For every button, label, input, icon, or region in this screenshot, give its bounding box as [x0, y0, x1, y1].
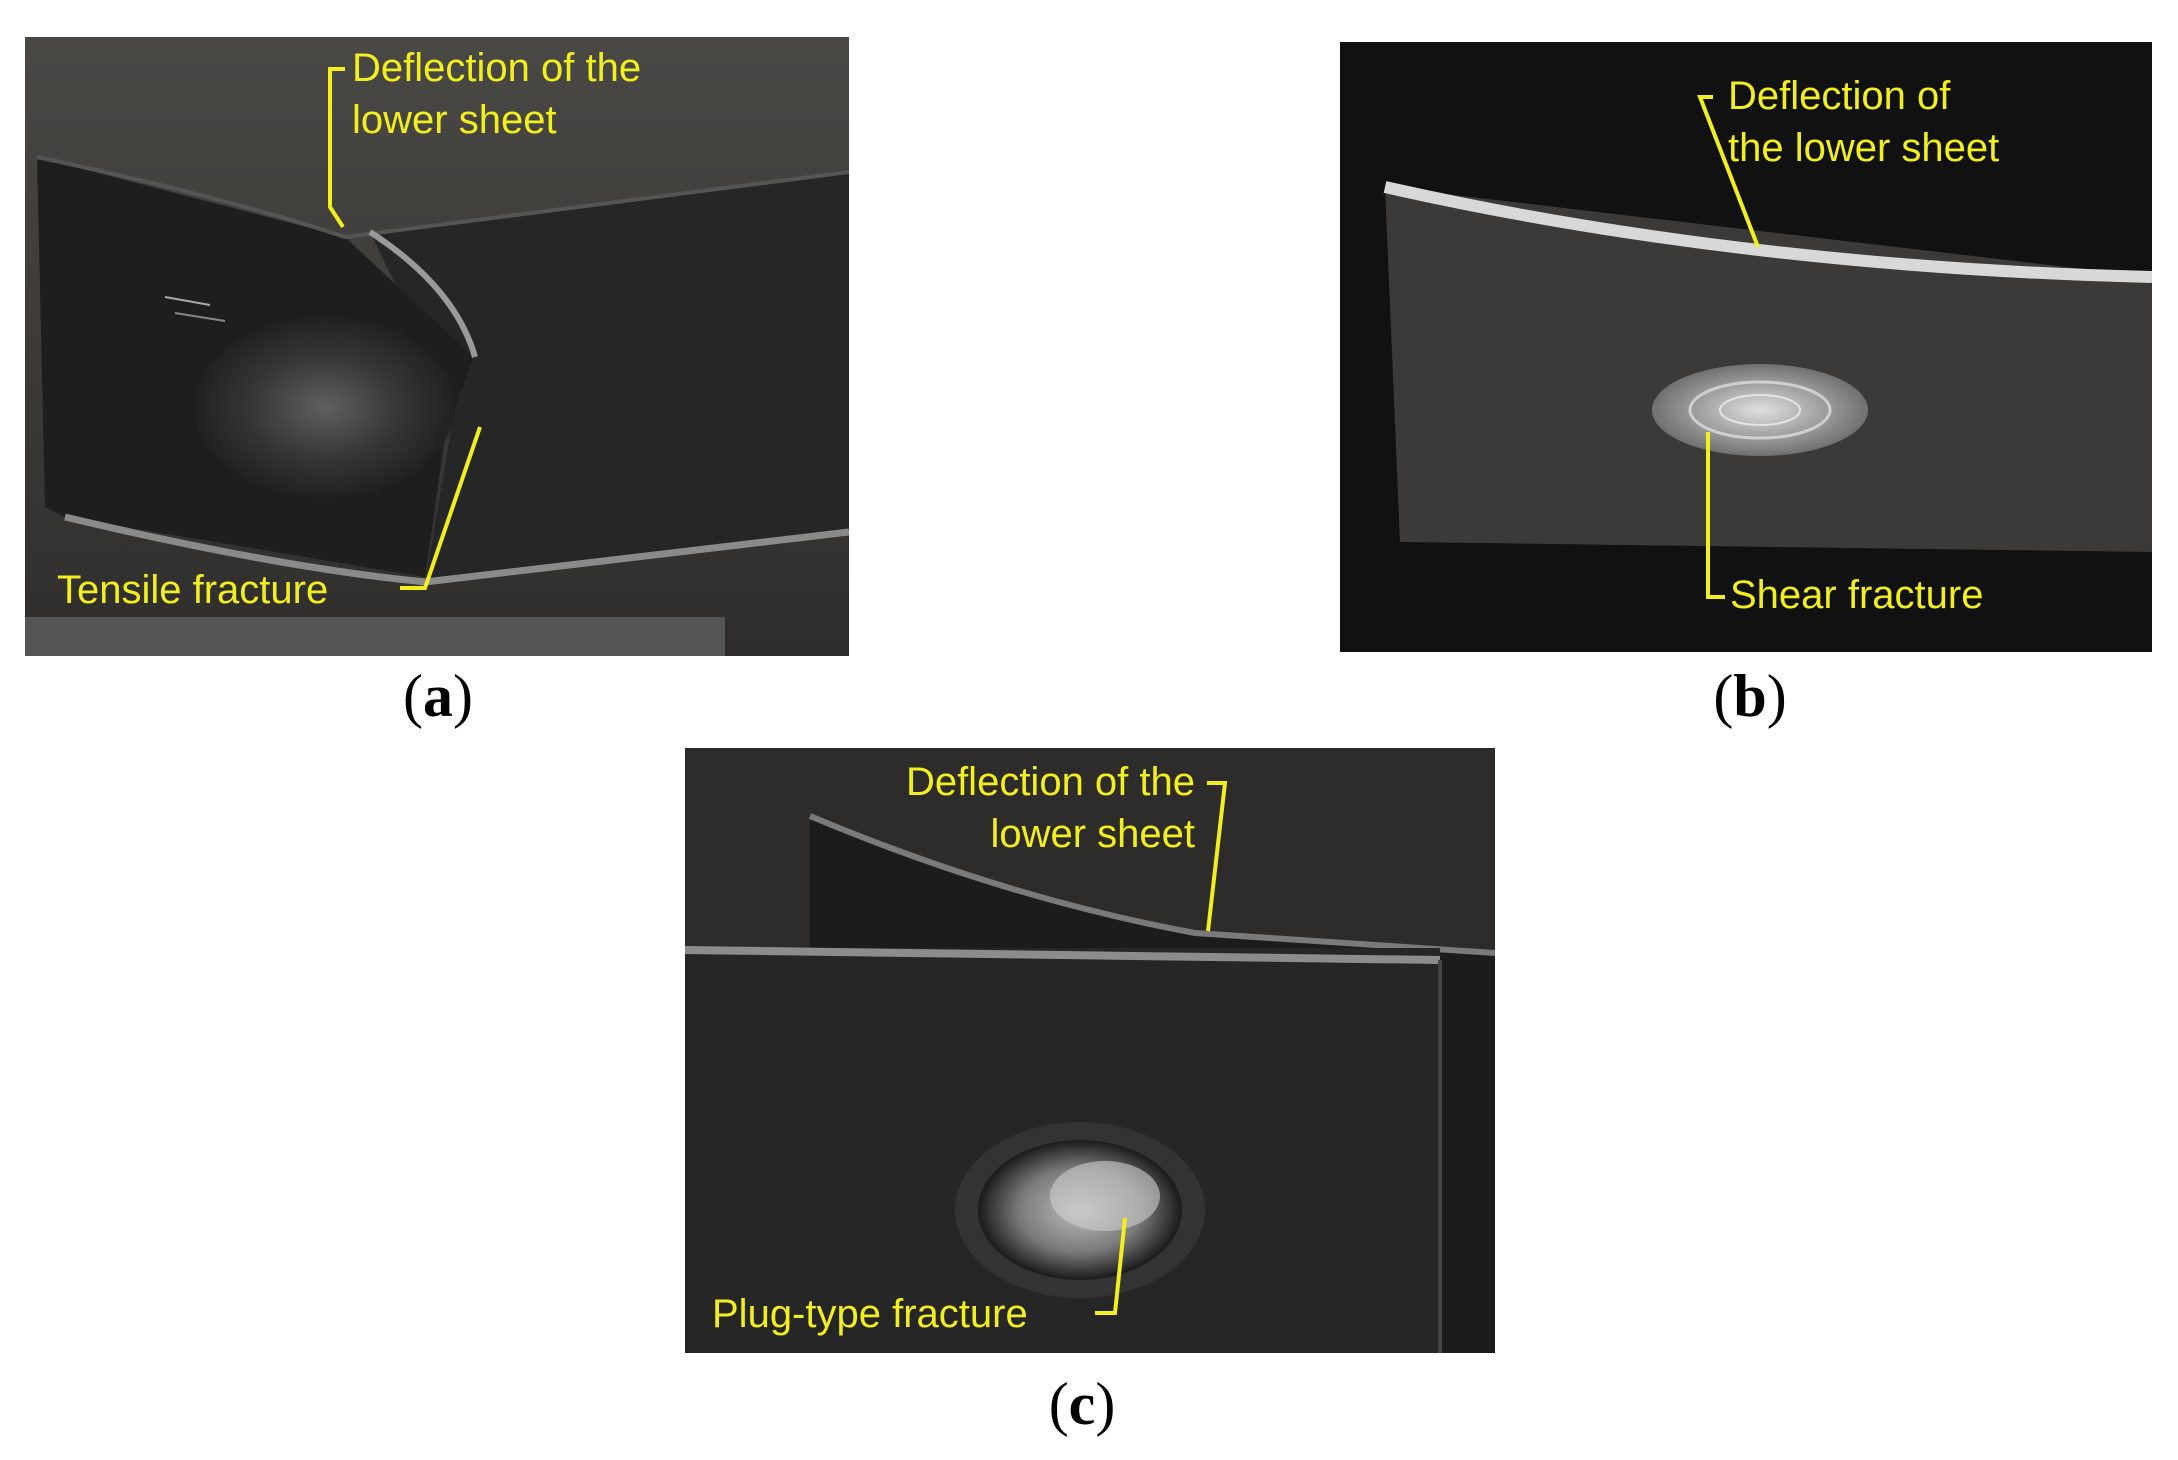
- photo-panel-a: Deflection of the lower sheet Tensile fr…: [25, 37, 849, 656]
- deflection-label-b: Deflection of the lower sheet: [1728, 74, 2000, 170]
- fracture-label-b: Shear fracture: [1730, 573, 1984, 617]
- fracture-label-a: Tensile fracture: [57, 568, 329, 612]
- plug-type-fracture-photo: [685, 748, 1495, 1353]
- caption-a: (a): [403, 663, 473, 729]
- caption-c: (c): [1048, 1371, 1116, 1437]
- deflection-label-a: Deflection of the lower sheet: [352, 46, 642, 142]
- deflection-label-c: Deflection of the lower sheet: [905, 760, 1195, 856]
- fracture-label-c: Plug-type fracture: [712, 1292, 1028, 1336]
- tensile-fracture-photo: [25, 37, 849, 656]
- caption-b: (b): [1713, 663, 1787, 729]
- photo-panel-b: Deflection of the lower sheet Shear frac…: [1340, 42, 2152, 652]
- photo-panel-c: Deflection of the lower sheet Plug-type …: [685, 748, 1495, 1353]
- shear-fracture-photo: [1340, 42, 2152, 652]
